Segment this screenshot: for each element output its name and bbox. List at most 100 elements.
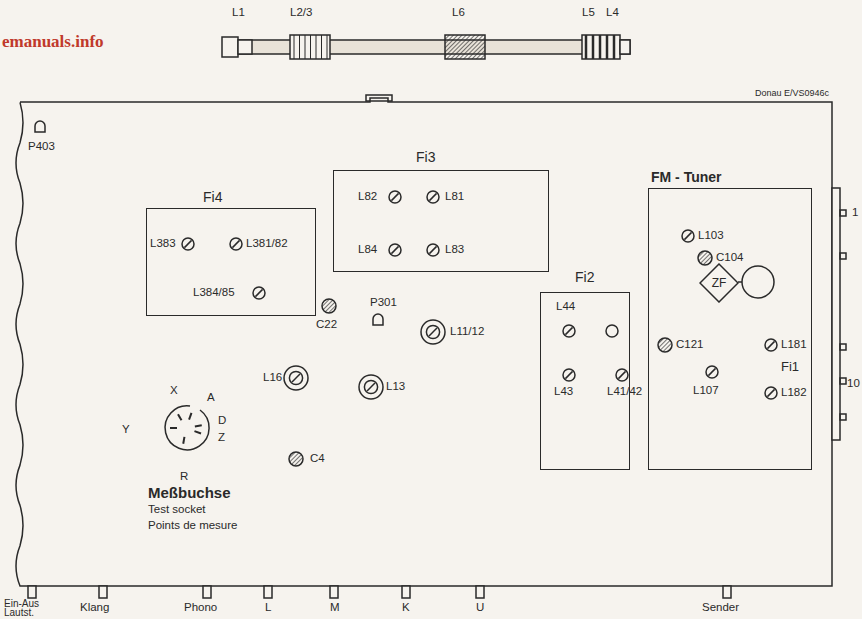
- part-label: C22: [316, 318, 337, 331]
- coil-core: [289, 371, 302, 384]
- part-label: P301: [370, 296, 397, 309]
- part-label: L6: [452, 6, 465, 19]
- part-label: L2/3: [290, 6, 312, 19]
- circuit-board-outline: [16, 98, 832, 586]
- watermark: emanuals.info: [2, 32, 104, 52]
- coil-winding: [327, 35, 328, 59]
- socket-pin: [170, 427, 177, 429]
- adjust-slot: [767, 389, 774, 396]
- test-socket: [165, 406, 209, 450]
- coil-circle: [284, 366, 308, 390]
- coil-circle: [706, 366, 718, 378]
- coil-winding: [585, 35, 588, 59]
- control-shaft: [203, 586, 211, 598]
- control-label: Sender: [702, 601, 739, 614]
- socket-pin: [195, 425, 202, 426]
- test-point: [35, 121, 45, 132]
- part-label: C104: [716, 251, 744, 264]
- coil-circle: [427, 191, 439, 203]
- diamond-shape: [700, 264, 738, 302]
- socket-pin: [183, 437, 184, 444]
- adjust-slot: [232, 240, 239, 247]
- adjust-slot: [618, 371, 625, 378]
- adjustable-coil: [230, 238, 242, 250]
- adjust-slot: [429, 246, 436, 253]
- hole: [606, 325, 618, 337]
- part-label: L381/82: [246, 237, 288, 250]
- adjust-slot: [429, 328, 437, 336]
- coil-circle: [427, 244, 439, 256]
- adjustable-coil: [706, 366, 718, 378]
- test-point: [373, 314, 383, 325]
- socket-caption: Meßbuchse: [148, 484, 231, 501]
- part-label: Y: [122, 423, 130, 436]
- part-label: A: [207, 391, 215, 404]
- filter-box: Fi2: [540, 292, 630, 470]
- tuner-link: [738, 281, 742, 283]
- box-heading: FM - Tuner: [651, 169, 722, 185]
- adjust-slot: [367, 383, 375, 391]
- part-label: L16: [263, 371, 282, 384]
- adjustable-coil: [389, 244, 401, 256]
- coil-winding: [606, 35, 609, 59]
- coil-winding: [592, 35, 595, 59]
- part-label: L107: [693, 384, 719, 397]
- coil-circle: [359, 375, 383, 399]
- adjustable-coil: [389, 191, 401, 203]
- adjust-slot: [565, 371, 572, 378]
- coil-circle: [253, 287, 265, 299]
- trimmer-capacitor: [289, 452, 303, 466]
- control-shaft: [264, 586, 272, 598]
- socket-ring: [165, 406, 209, 450]
- coil-winding: [294, 35, 295, 59]
- adjustable-coil: [563, 325, 575, 337]
- control-label: L: [265, 601, 271, 614]
- trimmer-body: [698, 251, 712, 265]
- trimmer-body: [289, 452, 303, 466]
- trimmer-body: [658, 338, 672, 352]
- adjust-slot: [565, 327, 572, 334]
- coil-winding: [321, 35, 322, 59]
- coil-circle: [682, 230, 694, 242]
- coil-circle: [389, 191, 401, 203]
- coil-circle: [765, 387, 777, 399]
- part-label: L5: [582, 6, 595, 19]
- adjust-slot: [767, 341, 774, 348]
- adjust-slot: [429, 193, 436, 200]
- control-label: Phono: [184, 601, 217, 614]
- part-label: C4: [310, 452, 325, 465]
- coil-l1: [238, 40, 252, 54]
- part-label: L103: [698, 229, 724, 242]
- control-label: U: [476, 601, 484, 614]
- coil-winding: [305, 35, 306, 59]
- coil-l6: [445, 35, 485, 59]
- adjustable-coil: [359, 375, 383, 399]
- coil-former: [222, 35, 630, 59]
- control-shaft: [330, 586, 338, 598]
- socket-pin: [178, 414, 182, 420]
- adjustable-coil: [616, 369, 628, 381]
- control-shaft: [28, 586, 36, 598]
- control-shaft: [99, 586, 107, 598]
- adjustable-coil: [563, 369, 575, 381]
- part-label: D: [218, 414, 226, 427]
- part-label: L1: [232, 6, 245, 19]
- control-shaft: [402, 586, 410, 598]
- connector-tab: [840, 210, 846, 216]
- box-heading: Fi2: [575, 269, 594, 285]
- part-label: P403: [28, 140, 55, 153]
- filter-box: Fi3: [333, 170, 549, 272]
- adjustable-coil: [182, 238, 194, 250]
- adjustable-coil: [682, 230, 694, 242]
- part-label: L383: [150, 237, 176, 250]
- adjust-slot: [684, 232, 691, 239]
- filter-box: Fi4: [146, 208, 316, 316]
- part-label: 1: [852, 206, 858, 219]
- coil-l2-3: [290, 35, 330, 59]
- part-label: L84: [358, 243, 377, 256]
- coil-circle: [230, 238, 242, 250]
- tuner-circle: [742, 266, 774, 298]
- control-label: Ein-Aus Lautst.: [4, 599, 50, 617]
- connector-tab: [840, 378, 846, 384]
- trimmer-body: [322, 299, 336, 313]
